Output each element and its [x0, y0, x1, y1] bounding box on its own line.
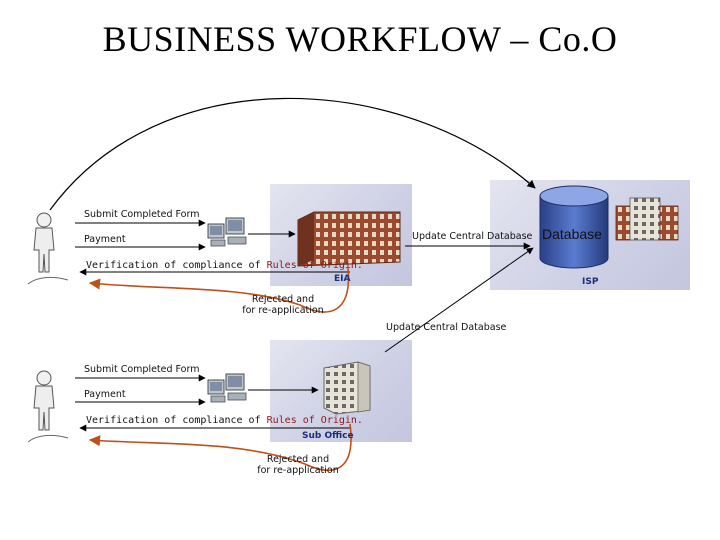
rejected-line1: Rejected and [251, 294, 315, 305]
eia-label: EIA [334, 274, 351, 284]
isp-label: ISP [582, 277, 599, 287]
rejected-line1: Rejected and [266, 454, 330, 465]
database-label: Database [542, 226, 602, 242]
verification-text: Verification of compliance of [86, 415, 267, 426]
verification-text: Verification of compliance of [86, 260, 267, 271]
submit-form-label-top: Submit Completed Form [84, 209, 200, 220]
suboffice-label: Sub Office [302, 431, 354, 441]
update-central-label-top: Update Central Database [412, 231, 533, 242]
update-central-label-middle: Update Central Database [386, 322, 507, 333]
tower-building-icon [615, 197, 679, 241]
office-building-icon [297, 211, 401, 267]
person-icon [27, 370, 69, 443]
submit-form-label-bottom: Submit Completed Form [84, 364, 200, 375]
reject-curve-top [88, 267, 350, 313]
overall-arc [49, 97, 536, 211]
rejected-line2: for re-application [257, 465, 339, 476]
office-building-icon [323, 361, 371, 415]
computer-icon [207, 373, 247, 403]
rules-of-origin-text: Rules of Origin. [266, 260, 363, 271]
rejected-label-top: Rejected and for re-application [238, 294, 328, 316]
page-title: BUSINESS WORKFLOW – Co.O [102, 19, 618, 59]
person-icon [27, 212, 69, 285]
payment-label-bottom: Payment [84, 389, 126, 400]
rejected-label-bottom: Rejected and for re-application [253, 454, 343, 476]
rejected-line2: for re-application [242, 305, 324, 316]
verification-label-top: Verification of compliance of Rules of O… [86, 260, 363, 271]
computer-icon [207, 217, 247, 247]
payment-label-top: Payment [84, 234, 126, 245]
database-icon [539, 185, 609, 269]
rules-of-origin-text: Rules of Origin. [266, 415, 363, 426]
suboffice-to-db-arrow [384, 247, 534, 353]
reject-curve-bottom [88, 423, 352, 472]
verification-label-bottom: Verification of compliance of Rules of O… [86, 415, 363, 426]
